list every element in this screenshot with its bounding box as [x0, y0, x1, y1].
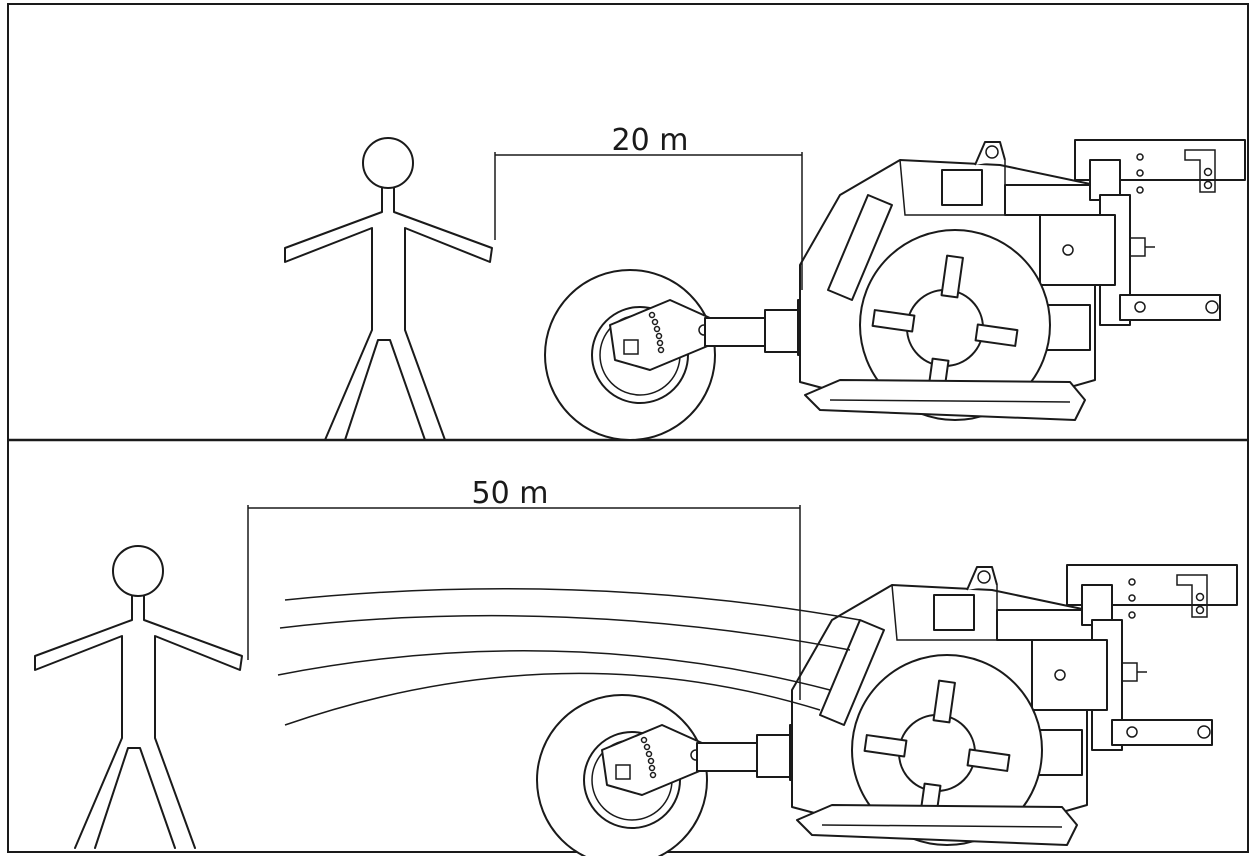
panel-bottom: 50 m — [34, 476, 1238, 856]
distance-dimension: 50 m — [247, 476, 801, 700]
distance-label: 20 m — [612, 123, 689, 158]
panel-top: 20 m — [284, 123, 1246, 441]
distance-dimension: 20 m — [494, 123, 803, 290]
debris-trajectory-lines — [277, 588, 861, 726]
distance-label: 50 m — [472, 476, 549, 511]
